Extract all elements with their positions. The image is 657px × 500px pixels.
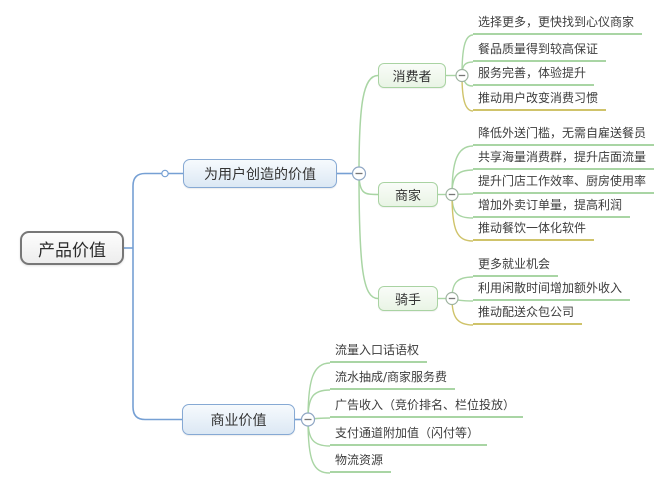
collapse-icon[interactable] [300, 412, 316, 427]
leaf-topic[interactable]: 提升门店工作效率、厨房使用率 [473, 174, 655, 194]
leaf-topic[interactable]: 推动配送众包公司 [473, 305, 583, 325]
subtopic-consumer[interactable]: 消费者 [378, 63, 446, 88]
leaf-topic[interactable]: 流水抽成/商家服务费 [330, 370, 456, 390]
root-topic[interactable]: 产品价值 [20, 231, 124, 265]
branch-business-value[interactable]: 商业价值 [182, 404, 295, 435]
leaf-topic[interactable]: 支付通道附加值（闪付等） [330, 426, 488, 446]
blue-branch-connectors [124, 169, 353, 421]
leaf-topic[interactable]: 利用闲散时间增加额外收入 [473, 281, 631, 301]
leaf-topic[interactable]: 推动餐饮一体化软件 [473, 221, 595, 241]
leaf-topic[interactable]: 推动用户改变消费习惯 [473, 91, 607, 111]
subtopic-rider[interactable]: 骑手 [378, 286, 438, 311]
leaf-topic[interactable]: 服务完善，体验提升 [473, 66, 595, 86]
leaf-topic[interactable]: 共享海量消费群，提升店面流量 [473, 150, 655, 170]
link-handle-icon [161, 169, 169, 178]
user-value-sub-connectors [358, 74, 379, 300]
leaf-topic[interactable]: 流量入口话语权 [330, 343, 428, 363]
subtopic-merchant[interactable]: 商家 [378, 182, 438, 207]
collapse-icon[interactable] [351, 166, 367, 181]
leaf-topic[interactable]: 更多就业机会 [473, 257, 559, 277]
leaf-topic[interactable]: 降低外送门槛，无需自雇送餐员 [473, 126, 655, 146]
branch-user-value[interactable]: 为用户创造的价值 [183, 159, 337, 188]
collapse-icon[interactable] [445, 291, 459, 306]
leaf-topic[interactable]: 餐品质量得到较高保证 [473, 42, 607, 62]
leaf-topic[interactable]: 增加外卖订单量，提高利润 [473, 198, 631, 218]
collapse-icon[interactable] [445, 187, 459, 202]
leaf-topic[interactable]: 广告收入（竞价排名、栏位投放） [330, 398, 524, 418]
leaf-topic[interactable]: 物流资源 [330, 453, 392, 473]
collapse-icon[interactable] [455, 68, 469, 83]
leaf-topic[interactable]: 选择更多，更快找到心仪商家 [473, 15, 643, 35]
